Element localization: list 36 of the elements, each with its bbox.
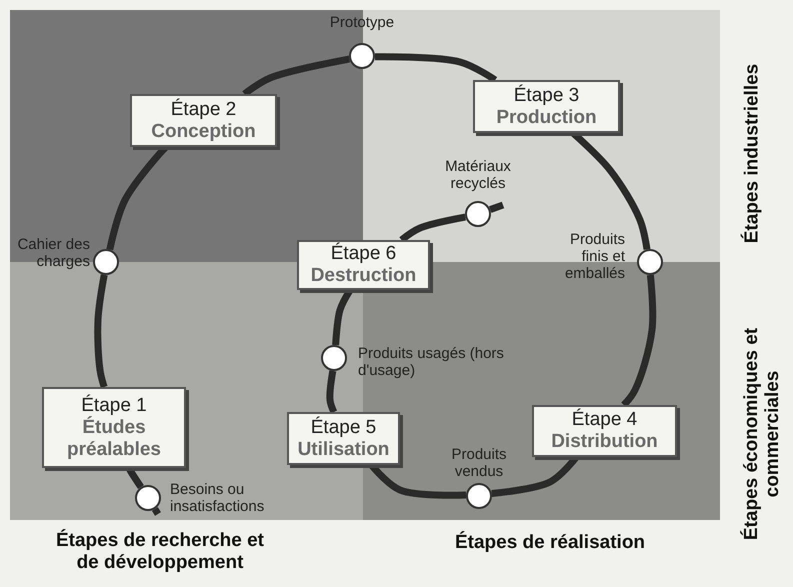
axis-label: Étapes de recherche et de développement [54, 530, 266, 574]
step-box [532, 405, 677, 457]
milestone-label: Besoins ou insatisfactions [170, 481, 266, 515]
step-name: Destruction [310, 265, 416, 287]
step-box [42, 387, 186, 468]
spiral-line [399, 214, 466, 243]
step-name: Études préalables [66, 416, 162, 460]
spiral-line [326, 370, 338, 414]
step-number: Étape 5 [310, 416, 376, 438]
step-box [297, 240, 430, 290]
step-number: Étape 1 [81, 394, 147, 416]
step-number: Étape 2 [170, 98, 236, 120]
step-name: Production [496, 106, 597, 128]
milestone-label: Produits finis et emballés [564, 231, 625, 282]
step-box [473, 80, 620, 133]
milestone-label: Cahier des charges [16, 236, 90, 270]
milestone-label: Produits vendus [450, 446, 508, 480]
spiral-line [152, 507, 161, 516]
step-name: Distribution [551, 431, 658, 453]
step-box [287, 412, 400, 465]
axis-label: Étapes économiques et commerciales [741, 326, 783, 542]
spiral-line [621, 274, 656, 408]
step-number: Étape 3 [514, 84, 580, 106]
milestone-label: Produits usagés (hors d'usage) [358, 345, 505, 379]
step-number: Étape 6 [330, 243, 396, 265]
step-box [130, 94, 277, 147]
spiral-line [489, 202, 504, 213]
step-name: Conception [151, 120, 256, 142]
spiral-line [374, 53, 498, 83]
spiral-line [242, 56, 350, 97]
axis-label: Étapes de réalisation [454, 532, 646, 554]
axis-label: Étapes industrielles [742, 62, 762, 246]
milestone-label: Matériaux recyclés [444, 158, 512, 192]
spiral-line [94, 274, 108, 388]
step-number: Étape 4 [572, 409, 638, 431]
step-name: Utilisation [298, 438, 390, 460]
